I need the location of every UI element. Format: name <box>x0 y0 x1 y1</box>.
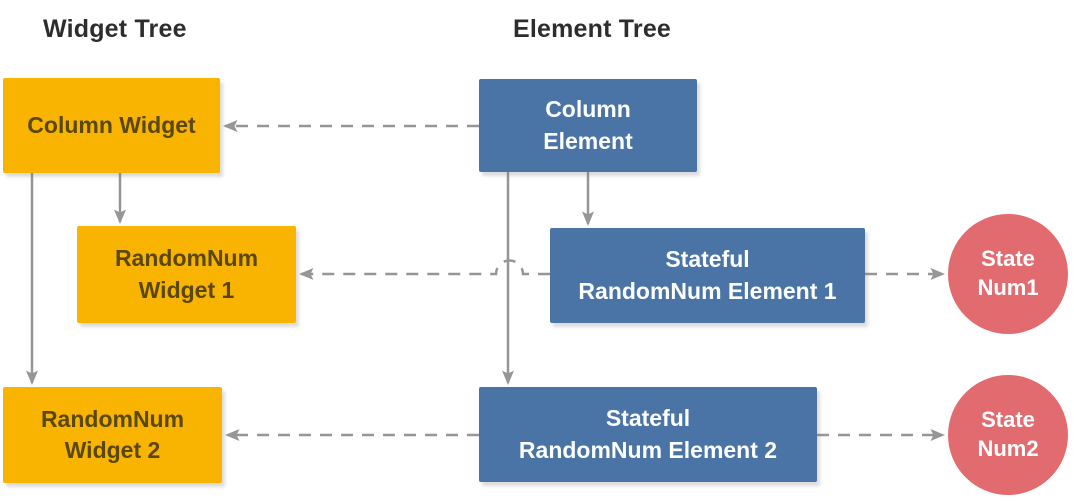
node-label: RandomNum Widget 1 <box>114 245 259 303</box>
node-state-num2: State Num2 <box>948 375 1068 495</box>
element-tree-heading: Element Tree <box>513 15 672 43</box>
node-randomnum-widget-2: RandomNum Widget 2 <box>3 387 222 483</box>
node-label: State Num2 <box>977 407 1039 461</box>
node-label: Stateful RandomNum Element 2 <box>518 405 778 463</box>
widget-tree-heading: Widget Tree <box>43 15 187 43</box>
arrow-stateful-element-1-to-randomnum-widget-1 <box>299 259 550 280</box>
node-column-element: Column Element <box>479 79 697 172</box>
node-label: RandomNum Widget 2 <box>40 405 185 463</box>
node-stateful-randomnum-element-2: Stateful RandomNum Element 2 <box>479 387 817 482</box>
node-column-widget: Column Widget <box>3 78 220 173</box>
node-state-num1: State Num1 <box>948 214 1068 334</box>
node-label: State Num1 <box>977 246 1039 300</box>
node-stateful-randomnum-element-1: Stateful RandomNum Element 1 <box>550 228 865 323</box>
node-randomnum-widget-1: RandomNum Widget 1 <box>77 226 296 323</box>
node-label: Column Widget <box>27 111 196 138</box>
node-label: Stateful RandomNum Element 1 <box>578 246 837 304</box>
node-label: Column Element <box>543 96 633 154</box>
